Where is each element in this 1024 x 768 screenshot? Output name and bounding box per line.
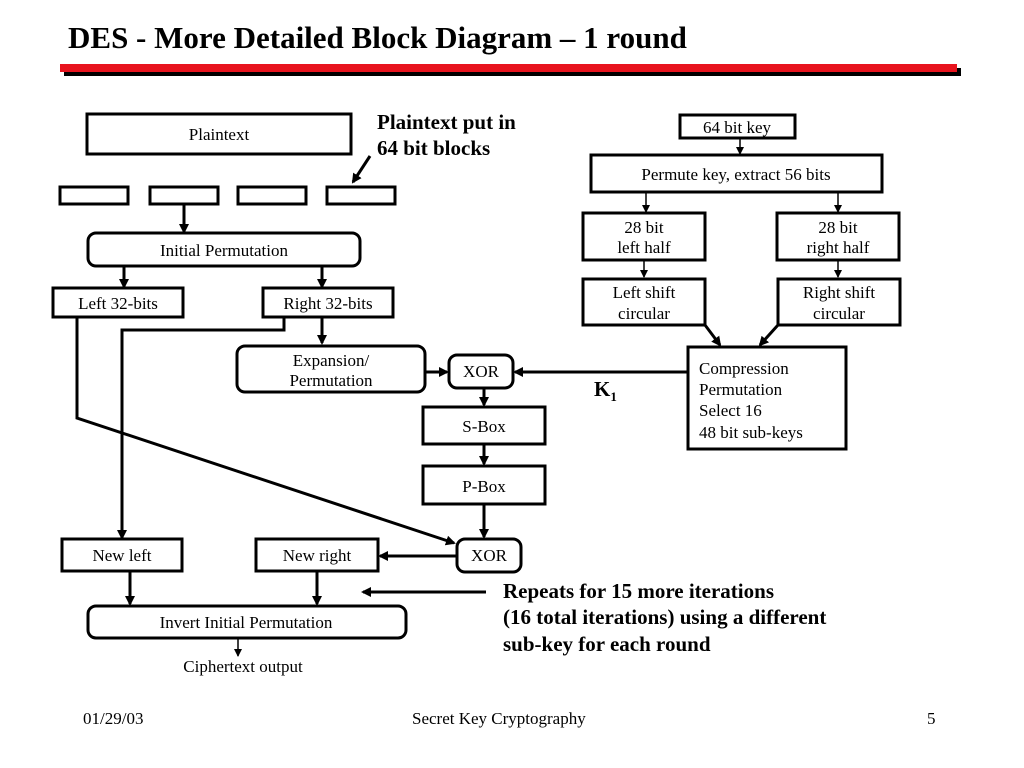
footer-title: Secret Key Cryptography [412, 709, 586, 728]
invert-ip-box: Invert Initial Permutation [86, 604, 408, 640]
left-half-line1: 28 bit [624, 218, 663, 237]
new-left-box: New left [60, 537, 184, 573]
plaintext-box: Plaintext [85, 112, 353, 156]
block-4 [325, 185, 397, 206]
compression-line4: 48 bit sub-keys [699, 423, 803, 442]
right-half-line2: right half [807, 238, 870, 257]
repeat-note-line3: sub-key for each round [503, 632, 711, 656]
expansion-line2: Permutation [289, 371, 373, 390]
k1-label: K1 [594, 377, 617, 404]
footer-page-number: 5 [927, 709, 936, 728]
left-half-box: 28 bit left half [581, 211, 707, 262]
permute-key-label: Permute key, extract 56 bits [641, 165, 830, 184]
slide-title: DES - More Detailed Block Diagram – 1 ro… [68, 20, 687, 55]
right-half-box: 28 bit right half [775, 211, 901, 262]
left-32-label: Left 32-bits [78, 294, 158, 313]
plaintext-note-line1: Plaintext put in [377, 110, 516, 134]
right-32-label: Right 32-bits [283, 294, 372, 313]
compression-line3: Select 16 [699, 401, 762, 420]
repeat-note-line2: (16 total iterations) using a different [503, 605, 826, 629]
repeat-note: Repeats for 15 more iterations (16 total… [503, 579, 826, 656]
pbox-label: P-Box [462, 477, 506, 496]
block-2 [148, 185, 220, 206]
key-64-box: 64 bit key [678, 113, 797, 140]
block-3 [236, 185, 308, 206]
ciphertext-label: Ciphertext output [183, 657, 303, 676]
sbox-box: S-Box [421, 405, 547, 446]
sbox-label: S-Box [462, 417, 506, 436]
plaintext-note: Plaintext put in 64 bit blocks [377, 110, 516, 160]
new-right-label: New right [283, 546, 352, 565]
compression-line1: Compression [699, 359, 789, 378]
right-half-line1: 28 bit [818, 218, 857, 237]
left-shift-line2: circular [618, 304, 670, 323]
new-left-label: New left [92, 546, 151, 565]
left-shift-line1: Left shift [613, 283, 676, 302]
arrow-left32-to-xor [75, 317, 456, 546]
footer-date: 01/29/03 [83, 709, 144, 728]
permute-key-box: Permute key, extract 56 bits [589, 153, 884, 194]
right-shift-box: Right shift circular [776, 277, 902, 327]
xor-bottom-label: XOR [471, 546, 508, 565]
pbox-box: P-Box [421, 464, 547, 506]
left-shift-box: Left shift circular [581, 277, 707, 327]
repeat-note-line1: Repeats for 15 more iterations [503, 579, 774, 603]
left-half-line2: left half [617, 238, 671, 257]
xor-top-box: XOR [447, 353, 515, 390]
new-right-box: New right [254, 537, 380, 573]
right-shift-line2: circular [813, 304, 865, 323]
xor-bottom-box: XOR [455, 537, 523, 574]
right-shift-line1: Right shift [803, 283, 876, 302]
initial-permutation-label: Initial Permutation [160, 241, 288, 260]
xor-top-label: XOR [463, 362, 500, 381]
key-64-label: 64 bit key [703, 118, 771, 137]
compression-line2: Permutation [699, 380, 783, 399]
note-arrow [351, 155, 372, 184]
arrow-leftshift-to-compression [703, 324, 722, 347]
initial-permutation-box: Initial Permutation [86, 231, 362, 268]
left-32-box: Left 32-bits [51, 286, 185, 319]
arrow-rightshift-to-compression [758, 323, 780, 347]
title-rule-shadow [64, 68, 961, 76]
compression-box: Compression Permutation Select 16 48 bit… [686, 345, 848, 451]
plaintext-label: Plaintext [189, 125, 250, 144]
expansion-line1: Expansion/ [293, 351, 370, 370]
invert-ip-label: Invert Initial Permutation [160, 613, 333, 632]
title-rule [60, 64, 957, 72]
expansion-box: Expansion/ Permutation [235, 344, 427, 394]
block-1 [58, 185, 130, 206]
plaintext-note-line2: 64 bit blocks [377, 136, 490, 160]
right-32-box: Right 32-bits [261, 286, 395, 319]
